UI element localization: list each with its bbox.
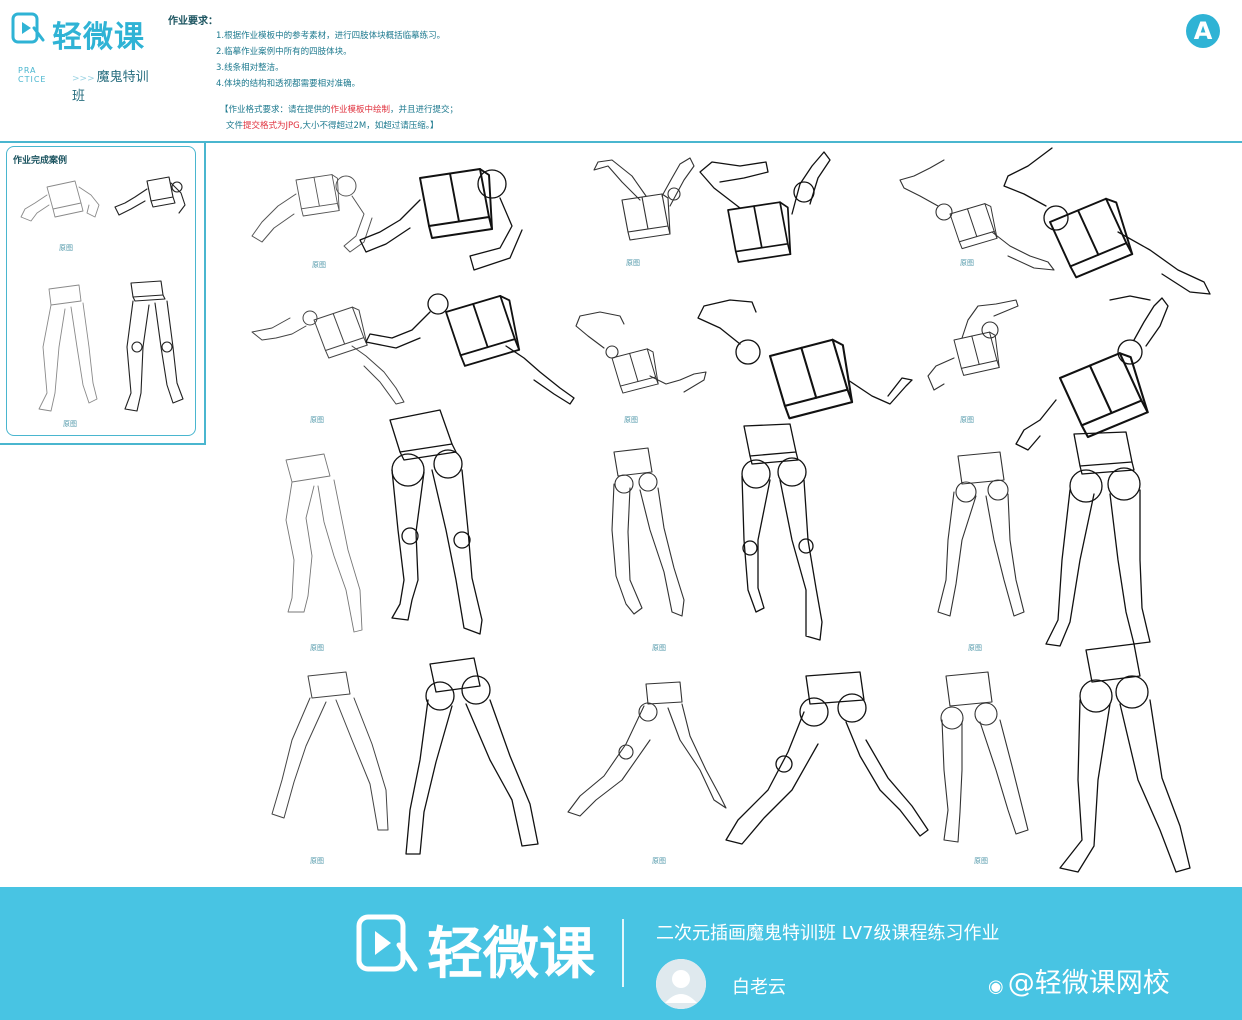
legs-sketch-original-5 (567, 681, 727, 817)
brand-subtitle-text: 魔鬼特训班 (72, 70, 149, 104)
caption-original: 原图 (310, 644, 324, 652)
arm-sketch-original-1 (251, 174, 373, 253)
practice-line-2: CTICE (18, 75, 47, 84)
version-badge: A (1186, 14, 1220, 48)
requirement-item: 4.体块的结构和透视都需要相对准确。 (216, 79, 361, 89)
weibo-watermark: ◉@轻微课网校 (988, 961, 1170, 1000)
caption-original: 原图 (960, 416, 974, 424)
caption-original: 原图 (652, 644, 666, 652)
format-text: ，并且进行提交； (390, 105, 459, 115)
legs-sketch-original-2 (611, 447, 685, 617)
format-requirements: 【作业格式要求：请在提供的作业模板中绘制，并且进行提交； 文件提交格式为JPG,… (220, 102, 458, 134)
format-line-1: 【作业格式要求：请在提供的作业模板中绘制，并且进行提交； (220, 102, 458, 118)
requirement-item: 1.根据作业模板中的参考素材，进行四肢体块概括临摹练习。 (216, 31, 446, 41)
arm-sketch-original-4 (251, 305, 405, 405)
example-frame: 作业完成案例 (6, 146, 196, 436)
caption-original: 原图 (968, 644, 982, 652)
footer-divider (622, 919, 624, 987)
example-title: 作业完成案例 (13, 156, 68, 166)
watermark-text: @轻微课网校 (1007, 968, 1170, 999)
brand-subtitle: >>>魔鬼特训班 (72, 66, 160, 104)
caption-original: 原图 (310, 857, 324, 865)
footer-brand-name: 轻微课 (427, 922, 595, 987)
brand-name: 轻微课 (52, 20, 145, 55)
header-divider (0, 141, 1242, 143)
requirement-item: 3.线条相对整洁。 (216, 63, 284, 73)
caption-original: 原图 (624, 416, 638, 424)
caption-original: 原图 (310, 416, 324, 424)
caption-original: 原图 (63, 420, 77, 428)
legs-sketch-finished-4 (405, 657, 539, 855)
legs-sketch-finished-6 (1059, 643, 1191, 873)
legs-sketch-original-4 (271, 671, 389, 831)
header: 轻微课 PRA CTICE >>>魔鬼特训班 作业要求： 1.根据作业模板中的参… (0, 0, 1242, 143)
arm-sketch-original-5 (575, 311, 707, 395)
legs-sketch-original-3 (937, 451, 1025, 617)
legs-sketch-finished-5 (725, 671, 929, 845)
requirements-title: 作业要求： (168, 16, 218, 27)
arm-sketch-original-6 (927, 299, 1019, 391)
caption-original: 原图 (59, 244, 73, 252)
user-silhouette-icon (656, 959, 706, 1009)
arrows-glyph: >>> (72, 74, 95, 84)
play-book-icon (11, 12, 45, 44)
legs-sketch-finished-1 (389, 409, 483, 635)
example-legs-original (38, 284, 98, 412)
arm-sketch-finished-4 (365, 293, 575, 405)
avatar (656, 959, 706, 1009)
caption-original: 原图 (974, 857, 988, 865)
format-text: ,大小不得超过2M，如超过请压缩。】 (299, 121, 439, 131)
arm-sketch-original-2 (593, 157, 695, 241)
format-highlight: 作业模板中绘制 (330, 105, 391, 115)
legs-sketch-original-1 (285, 453, 363, 633)
example-arm-original (20, 180, 100, 222)
example-arm-finished (114, 176, 186, 216)
requirements-list: 1.根据作业模板中的参考素材，进行四肢体块概括临摹练习。 2.临摹作业案例中所有… (216, 28, 445, 92)
format-text: 【作业格式要求：请在提供的 (220, 105, 331, 115)
arm-sketch-finished-3 (1003, 147, 1211, 295)
legs-sketch-original-6 (940, 671, 1029, 843)
requirement-item: 2.临摹作业案例中所有的四肢体块。 (216, 47, 352, 57)
arm-sketch-finished-1 (359, 168, 523, 271)
arm-sketch-finished-6 (1015, 295, 1169, 451)
course-title: 二次元插画魔鬼特训班 LV7级课程练习作业 (656, 923, 1000, 944)
arm-sketch-original-3 (899, 159, 1055, 271)
caption-original: 原图 (652, 857, 666, 865)
legs-sketch-finished-2 (741, 423, 823, 641)
teacher-name: 白老云 (732, 977, 786, 998)
arm-sketch-finished-5 (697, 299, 913, 421)
footer-banner: 轻微课 二次元插画魔鬼特训班 LV7级课程练习作业 白老云 ◉@轻微课网校 (0, 887, 1242, 1020)
caption-original: 原图 (312, 261, 326, 269)
format-line-2: 文件提交格式为JPG,大小不得超过2M，如超过请压缩。】 (220, 118, 458, 134)
example-sketches (20, 176, 186, 412)
footer-logo: 轻微课 (355, 909, 615, 989)
example-legs-finished (124, 280, 184, 412)
example-panel: 作业完成案例 (0, 142, 206, 445)
weibo-icon: ◉ (988, 976, 1004, 997)
format-text: 文件 (226, 121, 244, 131)
play-book-icon (356, 914, 418, 972)
arm-sketch-finished-2 (699, 151, 831, 263)
caption-original: 原图 (626, 259, 640, 267)
caption-original: 原图 (960, 259, 974, 267)
practice-line-1: PRA (18, 66, 37, 75)
legs-sketch-finished-3 (1045, 431, 1151, 647)
brand-practice-tag: PRA CTICE (18, 66, 46, 84)
format-highlight: 提交格式为JPG (243, 121, 300, 131)
brand-logo: 轻微课 PRA CTICE >>>魔鬼特训班 (10, 10, 160, 104)
